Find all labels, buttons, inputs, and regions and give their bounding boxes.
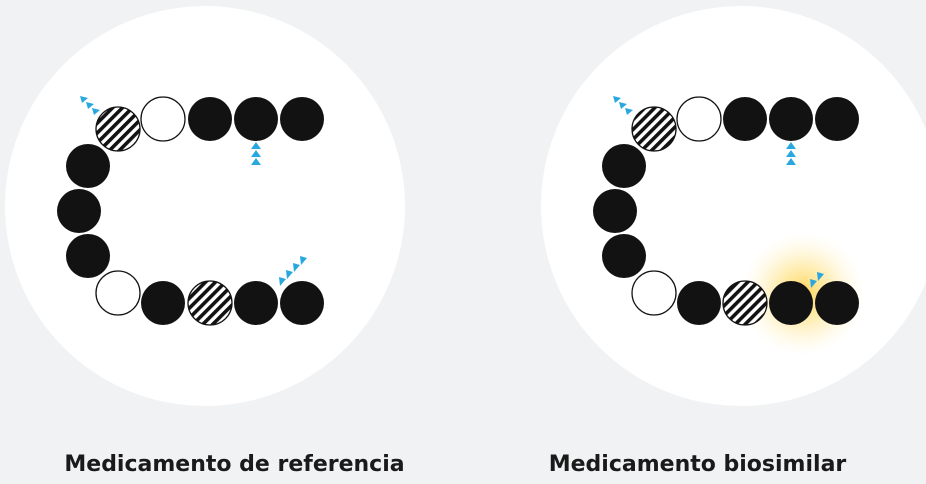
biosimilar-medicine-panel: Medicamento biosimilar — [463, 0, 926, 484]
bead-filled — [234, 281, 278, 325]
bead-filled — [188, 97, 232, 141]
reference-molecule-diagram — [5, 6, 405, 406]
bead-filled — [723, 97, 767, 141]
triangle-arrow-icon — [613, 96, 633, 115]
bead-filled — [280, 97, 324, 141]
bead-filled — [815, 281, 859, 325]
bead-filled — [66, 234, 110, 278]
bead-hatched — [95, 106, 141, 152]
triangle-arrow-icon — [810, 272, 824, 288]
bead-hatched — [631, 106, 677, 152]
bead-hatched — [187, 280, 233, 326]
bead-filled — [602, 234, 646, 278]
bead-filled — [602, 144, 646, 188]
bead-filled — [769, 281, 813, 325]
bead-filled — [234, 97, 278, 141]
reference-medicine-panel: Medicamento de referencia — [5, 6, 405, 477]
triangle-arrow-icon — [279, 256, 307, 286]
triangle-arrow-icon — [80, 96, 100, 115]
reference-medicine-title: Medicamento de referencia — [64, 452, 405, 477]
bead-open — [676, 96, 722, 142]
bead-filled — [815, 97, 859, 141]
bead-open — [140, 96, 186, 142]
biosimilar-molecule-diagram — [541, 6, 926, 406]
bead-filled — [769, 97, 813, 141]
triangle-arrow-icon — [786, 142, 796, 165]
bead-filled — [57, 189, 101, 233]
bead-filled — [141, 281, 185, 325]
triangle-arrow-icon — [251, 142, 261, 165]
bead-open — [95, 270, 141, 316]
bead-filled — [280, 281, 324, 325]
bead-filled — [593, 189, 637, 233]
bead-filled — [66, 144, 110, 188]
biosimilar-medicine-title: Medicamento biosimilar — [548, 452, 847, 477]
bead-hatched — [722, 280, 768, 326]
bead-open — [631, 270, 677, 316]
bead-filled — [677, 281, 721, 325]
